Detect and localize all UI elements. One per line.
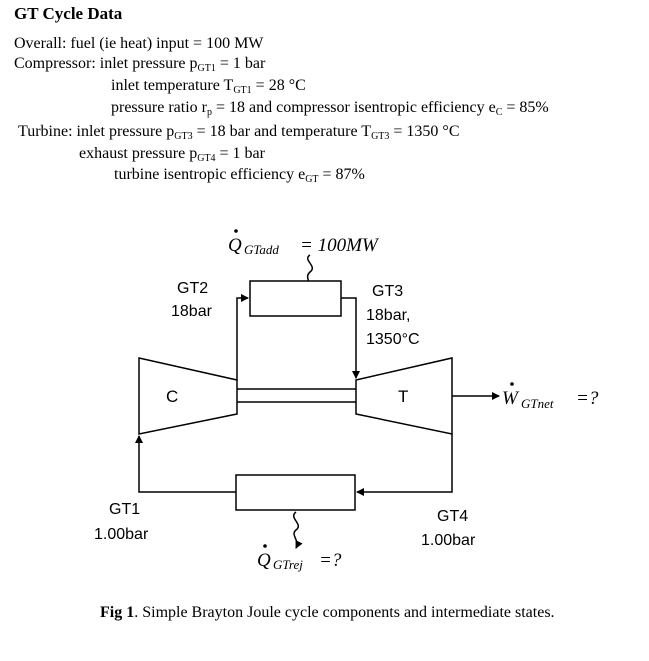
svg-text:=?: =?	[319, 550, 342, 571]
heat-rejected-arrow	[293, 511, 303, 549]
svg-text:GTrej: GTrej	[273, 557, 303, 572]
flow-line-gt3	[341, 297, 360, 379]
flow-line-gt1	[135, 435, 236, 493]
net-work-label: W GTnet =?	[502, 382, 599, 411]
svg-text:W: W	[502, 388, 520, 409]
spec-line-overall: Overall: fuel (ie heat) input = 100 MW	[14, 35, 264, 52]
turbine-label: T	[398, 387, 408, 406]
svg-text:GTadd: GTadd	[244, 242, 279, 257]
svg-text:GTnet: GTnet	[521, 396, 554, 411]
svg-text:= 100MW: = 100MW	[300, 235, 380, 256]
figure-caption: Fig 1. Simple Brayton Joule cycle compon…	[100, 604, 555, 621]
spec-line-compressor-temperature: inlet temperature TGT1 = 28 °C	[111, 77, 306, 96]
spec-line-turbine-exhaust: exhaust pressure pGT4 = 1 bar	[79, 145, 265, 164]
svg-text:Q: Q	[228, 235, 242, 256]
compressor-label: C	[166, 387, 178, 406]
heat-rejected-label: Q GTrej =?	[257, 544, 342, 572]
state-gt2-name: GT2	[177, 280, 208, 297]
spec-line-turbine-efficiency: turbine isentropic efficiency eGT = 87%	[114, 166, 365, 185]
heat-added-label: Q GTadd = 100MW	[228, 229, 380, 257]
svg-text:=?: =?	[576, 388, 599, 409]
state-gt1-pressure: 1.00bar	[94, 526, 149, 543]
heat-rejection-box	[235, 474, 356, 511]
spec-line-compressor-pressure: Compressor: inlet pressure pGT1 = 1 bar	[14, 55, 266, 74]
state-gt4-name: GT4	[437, 508, 468, 525]
state-gt3-name: GT3	[372, 283, 403, 300]
state-gt3-pressure: 18bar,	[366, 307, 410, 324]
spec-line-pressure-ratio: pressure ratio rp = 18 and compressor is…	[111, 99, 549, 118]
spec-line-turbine-inlet: Turbine: inlet pressure pGT3 = 18 bar an…	[18, 123, 460, 142]
combustor-box	[249, 280, 342, 317]
state-gt4-pressure: 1.00bar	[421, 532, 476, 549]
flow-line-gt4	[356, 434, 453, 496]
compressor	[138, 357, 238, 435]
state-gt1-name: GT1	[109, 501, 140, 518]
state-gt3-temperature: 1350°C	[366, 331, 420, 348]
page-title: GT Cycle Data	[14, 4, 123, 23]
svg-text:Q: Q	[257, 550, 271, 571]
state-gt2-pressure: 18bar	[171, 303, 213, 320]
flow-line-gt2	[236, 294, 249, 380]
